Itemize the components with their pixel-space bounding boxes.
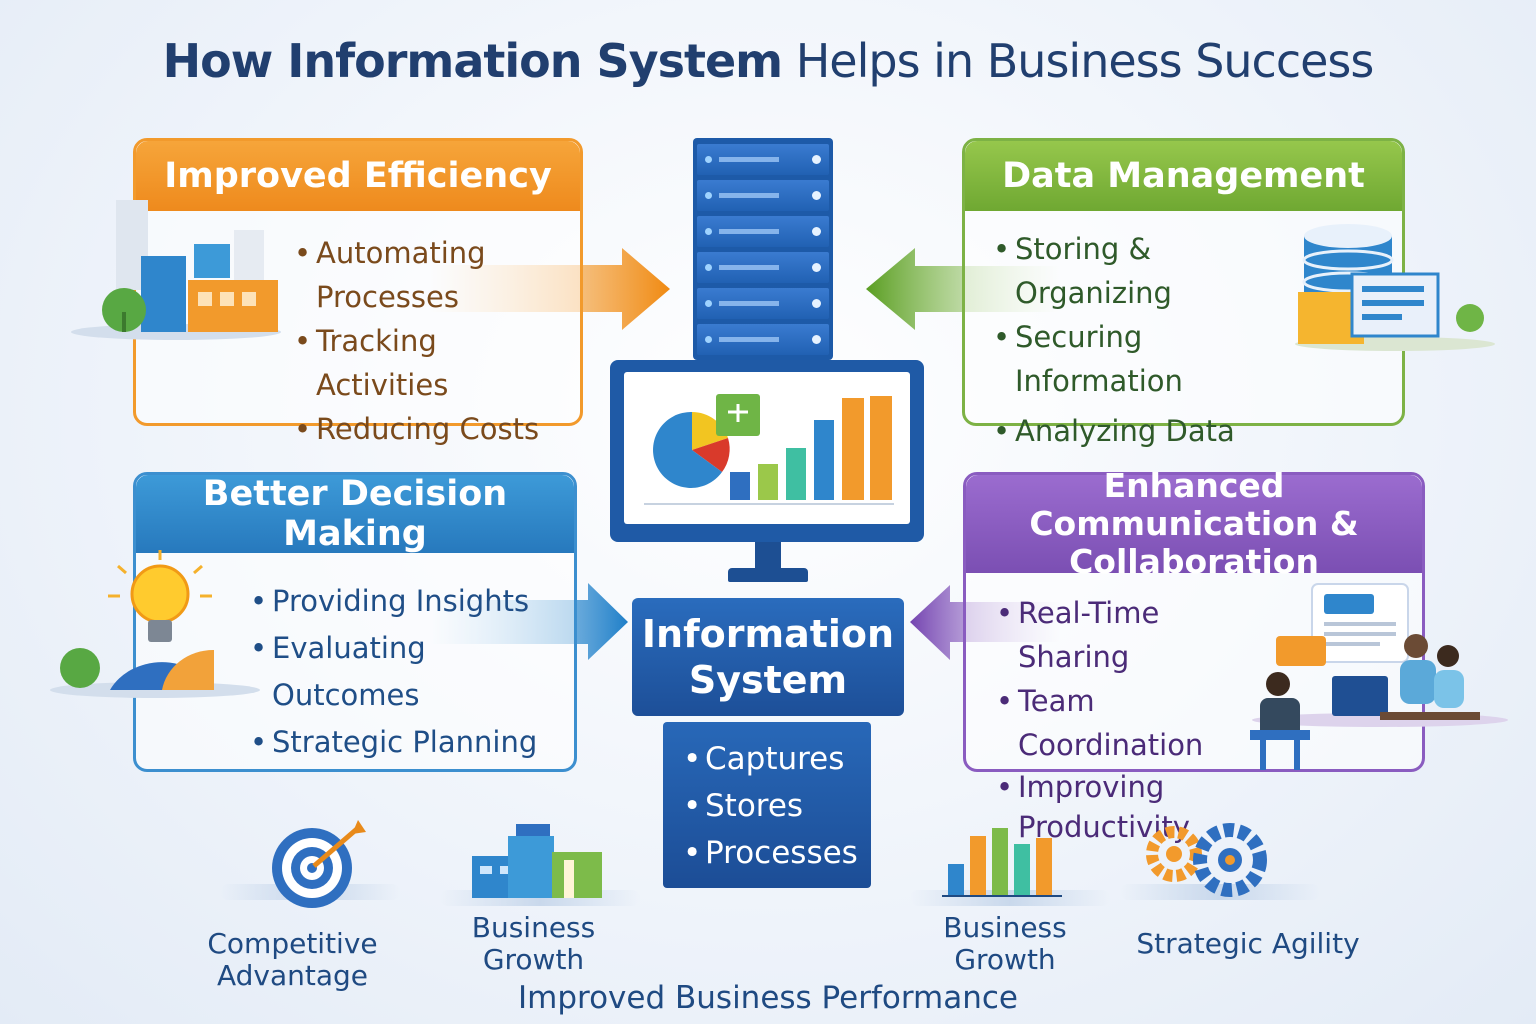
decision-making-panel: Better Decision Making Providing Insight… xyxy=(133,472,577,772)
rack-light xyxy=(812,335,821,344)
dashboard-screen xyxy=(624,372,910,524)
gears-icon xyxy=(1146,823,1267,897)
data-management-list: Storing & Organizing Securing Informatio… xyxy=(993,227,1303,453)
rack-slot xyxy=(719,193,779,198)
outcome-label: Business Growth xyxy=(943,911,1067,976)
list-item: Captures xyxy=(683,736,858,783)
efficiency-title: Improved Efficiency xyxy=(136,141,580,211)
outcome-label: Strategic Agility xyxy=(1136,927,1360,960)
team-collaboration-icon xyxy=(1250,583,1508,770)
list-item: Stores xyxy=(683,783,858,830)
efficiency-list: Automating Processes Tracking Activities… xyxy=(294,231,564,451)
decision-making-list: Providing Insights Evaluating Outcomes S… xyxy=(250,578,570,766)
rack-led xyxy=(705,336,712,343)
footer-title: Improved Business Performance xyxy=(518,980,1018,1016)
rack-slot xyxy=(719,157,779,162)
rack-light xyxy=(812,263,821,272)
list-item: Analyzing Data xyxy=(993,409,1303,453)
list-item: Team Coordination xyxy=(996,679,1266,767)
rack-led xyxy=(705,264,712,271)
rack-light xyxy=(812,227,821,236)
rack-light xyxy=(812,191,821,200)
rack-slot xyxy=(719,229,779,234)
communication-panel: Enhanced Communication & Collaboration R… xyxy=(963,467,1425,844)
rack-unit xyxy=(697,180,829,211)
rack-light xyxy=(812,299,821,308)
rack-led xyxy=(705,228,712,235)
rack-slot xyxy=(719,265,779,270)
list-item: Automating Processes xyxy=(294,231,564,319)
rack-unit xyxy=(697,252,829,283)
rack-unit xyxy=(697,144,829,175)
list-item: Securing Information xyxy=(993,315,1303,403)
list-item: Tracking Activities xyxy=(294,319,564,407)
list-item: Evaluating Outcomes xyxy=(250,625,570,719)
monitor-stand xyxy=(755,542,781,572)
list-item: Providing Insights xyxy=(250,578,570,625)
page-title: How Information System Helps in Business… xyxy=(0,34,1536,88)
rack-unit xyxy=(697,288,829,319)
list-item: Processes xyxy=(683,830,858,877)
rack-unit xyxy=(697,324,829,355)
decision-making-title: Better Decision Making xyxy=(136,474,574,554)
rack-led xyxy=(705,300,712,307)
list-item: Improving Productivity xyxy=(996,767,1266,847)
list-item: Strategic Planning xyxy=(250,719,570,766)
city-buildings-icon xyxy=(71,200,281,340)
monitor-base xyxy=(728,568,808,582)
rack-led xyxy=(705,192,712,199)
ground-decoration xyxy=(1120,884,1320,900)
server-rack-icon xyxy=(693,138,833,360)
title-bold: How Information System xyxy=(162,34,783,88)
communication-title: Enhanced Communication & Collaboration xyxy=(966,467,1422,580)
lightbulb-icon xyxy=(50,550,260,698)
information-system-list: Captures Stores Processes xyxy=(663,722,871,888)
list-item: Real-Time Sharing xyxy=(996,591,1266,679)
rack-slot xyxy=(719,301,779,306)
information-system-title: Information System xyxy=(632,598,904,716)
outcome-label: Competitive Advantage xyxy=(207,927,378,992)
rack-led xyxy=(705,156,712,163)
title-rest: Helps in Business Success xyxy=(782,34,1375,88)
city-growth-icon xyxy=(472,824,602,898)
dashboard-chart-icon xyxy=(644,394,894,505)
rack-slot xyxy=(719,337,779,342)
target-icon xyxy=(272,820,366,908)
monitor-icon xyxy=(610,360,924,542)
communication-list: Real-Time Sharing Team Coordination Impr… xyxy=(996,591,1266,847)
bar-chart-icon xyxy=(942,828,1062,897)
database-folder-icon xyxy=(1295,224,1495,351)
list-item: Storing & Organizing xyxy=(993,227,1303,315)
data-management-title: Data Management xyxy=(965,141,1402,211)
outcome-label: Business Growth xyxy=(471,911,596,976)
rack-unit xyxy=(697,216,829,247)
rack-light xyxy=(812,155,821,164)
list-item: Reducing Costs xyxy=(294,407,564,451)
